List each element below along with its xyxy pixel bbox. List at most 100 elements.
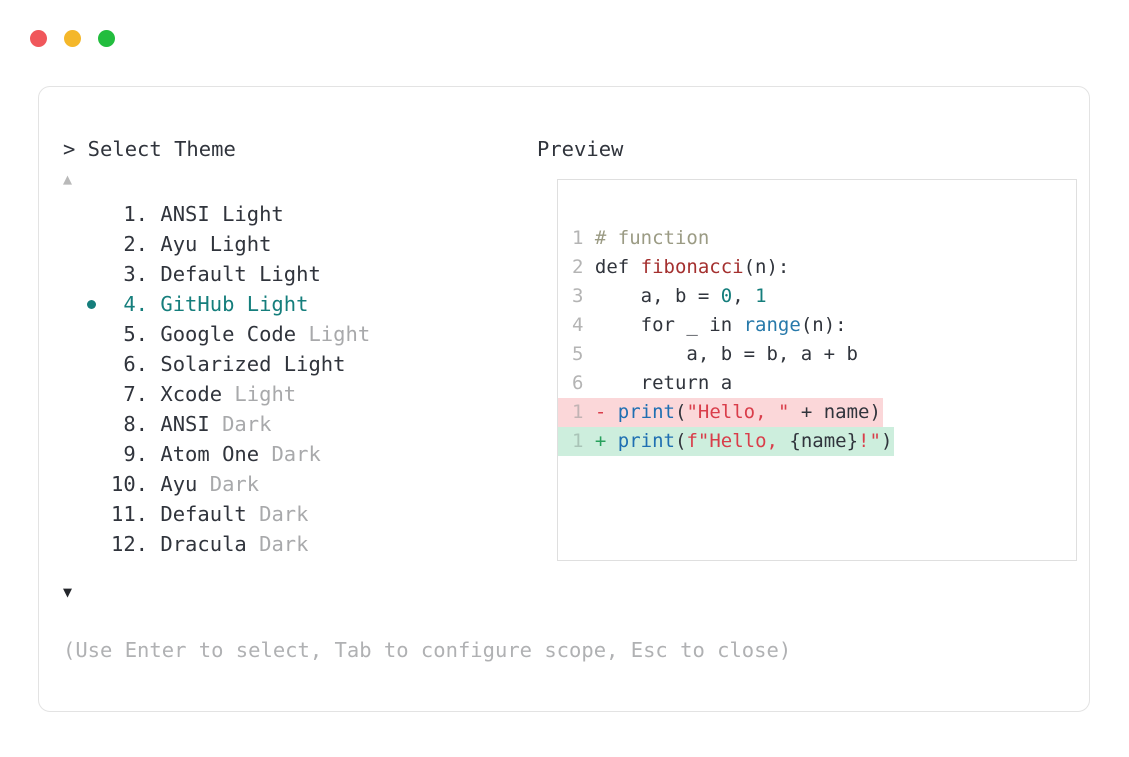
theme-list-item[interactable]: 12. Dracula Dark <box>63 529 533 559</box>
theme-item-text: 12. Dracula Dark <box>111 529 308 559</box>
theme-item-name: ANSI Light <box>148 202 284 226</box>
theme-item-index: 2. <box>123 232 149 256</box>
page-title: > Select Theme <box>63 137 236 161</box>
code-token: 0 <box>720 285 733 307</box>
code-token: print <box>617 401 675 423</box>
code-token: (n): <box>800 314 847 336</box>
theme-item-text: 8. ANSI Dark <box>111 409 271 439</box>
theme-item-index: 4. <box>123 292 149 316</box>
code-gutter-space <box>583 343 594 365</box>
theme-list-item[interactable]: 8. ANSI Dark <box>63 409 533 439</box>
line-number: 4 <box>572 314 584 336</box>
code-token: 1 <box>755 285 767 307</box>
theme-item-index: 3. <box>123 262 149 286</box>
theme-item-text: 3. Default Light <box>111 259 321 289</box>
theme-item-index: 12. <box>111 532 149 556</box>
code-gutter-space <box>583 285 594 307</box>
theme-list-item[interactable]: 3. Default Light <box>63 259 533 289</box>
window-titlebar <box>30 30 115 47</box>
code-line: 5 a, b = b, a + b <box>572 340 858 369</box>
code-token: print <box>617 430 675 452</box>
theme-item-text: 10. Ayu Dark <box>111 469 259 499</box>
theme-list-item[interactable]: 1. ANSI Light <box>63 199 533 229</box>
theme-item-text: 6. Solarized Light <box>111 349 345 379</box>
theme-item-name: Ayu <box>148 472 198 496</box>
theme-item-variant: Dark <box>197 472 260 496</box>
theme-item-name: Default <box>148 502 247 526</box>
code-token: return a <box>594 372 733 394</box>
code-token: "Hello, " <box>686 401 790 423</box>
theme-item-name: Default Light <box>148 262 321 286</box>
theme-list-item[interactable]: 9. Atom One Dark <box>63 439 533 469</box>
theme-item-index: 10. <box>111 472 149 496</box>
theme-item-index: 6. <box>123 352 149 376</box>
diff-preview: 1 - print("Hello, " + name)1 + print(f"H… <box>558 398 1076 456</box>
theme-list-item[interactable]: 6. Solarized Light <box>63 349 533 379</box>
code-token: for _ in <box>594 314 744 336</box>
theme-item-index: 9. <box>123 442 149 466</box>
theme-list-item[interactable]: 4. GitHub Light <box>63 289 533 319</box>
close-button[interactable] <box>30 30 47 47</box>
diff-line: 1 + print(f"Hello, {name}!") <box>558 427 895 456</box>
code-line: 1 # function <box>572 224 858 253</box>
code-gutter-space <box>583 314 594 336</box>
diff-sign: - <box>594 401 607 423</box>
diff-line: 1 - print("Hello, " + name) <box>558 398 883 427</box>
scroll-up-icon[interactable]: ▲ <box>63 170 73 188</box>
theme-item-variant: Dark <box>209 412 272 436</box>
line-number: 5 <box>572 343 584 365</box>
theme-item-index: 5. <box>123 322 149 346</box>
code-token: (n): <box>743 256 790 278</box>
theme-item-text: 11. Default Dark <box>111 499 308 529</box>
code-token: def <box>594 256 641 278</box>
theme-item-text: 7. Xcode Light <box>111 379 296 409</box>
preview-title: Preview <box>537 137 624 161</box>
theme-list-item[interactable]: 11. Default Dark <box>63 499 533 529</box>
diff-line-number: 1 <box>572 430 584 452</box>
diff-space <box>606 401 617 423</box>
theme-item-index: 7. <box>123 382 149 406</box>
code-token: # function <box>594 227 710 249</box>
line-number: 3 <box>572 285 584 307</box>
minimize-button[interactable] <box>64 30 81 47</box>
theme-list-item[interactable]: 7. Xcode Light <box>63 379 533 409</box>
maximize-button[interactable] <box>98 30 115 47</box>
code-token: + name) <box>789 401 881 423</box>
code-line: 6 return a <box>572 369 858 398</box>
diff-line-number: 1 <box>572 401 584 423</box>
theme-item-variant: Dark <box>259 442 321 466</box>
theme-item-name: Xcode <box>148 382 223 406</box>
line-number: 6 <box>572 372 584 394</box>
code-token: f"Hello, <box>686 430 790 452</box>
selected-bullet-icon <box>87 300 96 309</box>
diff-space <box>583 401 594 423</box>
code-token: , <box>732 285 756 307</box>
theme-item-name: Google Code <box>148 322 297 346</box>
diff-space <box>583 430 594 452</box>
line-number: 2 <box>572 256 584 278</box>
code-token: {name} <box>789 430 859 452</box>
theme-list-item[interactable]: 2. Ayu Light <box>63 229 533 259</box>
theme-item-variant: Light <box>296 322 371 346</box>
code-token: a, b = <box>594 285 721 307</box>
scroll-down-icon[interactable]: ▼ <box>63 583 73 601</box>
theme-item-name: Atom One <box>148 442 260 466</box>
code-token: fibonacci <box>640 256 744 278</box>
code-token: !" <box>858 430 881 452</box>
theme-item-text: 9. Atom One Dark <box>111 439 321 469</box>
theme-list-item[interactable]: 10. Ayu Dark <box>63 469 533 499</box>
code-token: ) <box>880 430 893 452</box>
theme-list-item[interactable]: 5. Google Code Light <box>63 319 533 349</box>
code-gutter-space <box>583 256 594 278</box>
theme-item-index: 11. <box>111 502 149 526</box>
theme-item-index: 8. <box>123 412 149 436</box>
theme-item-text: 4. GitHub Light <box>111 289 308 319</box>
theme-item-variant: Dark <box>246 532 309 556</box>
diff-sign: + <box>594 430 607 452</box>
theme-item-name: GitHub Light <box>148 292 309 316</box>
theme-item-variant: Dark <box>246 502 309 526</box>
theme-item-name: Ayu Light <box>148 232 272 256</box>
